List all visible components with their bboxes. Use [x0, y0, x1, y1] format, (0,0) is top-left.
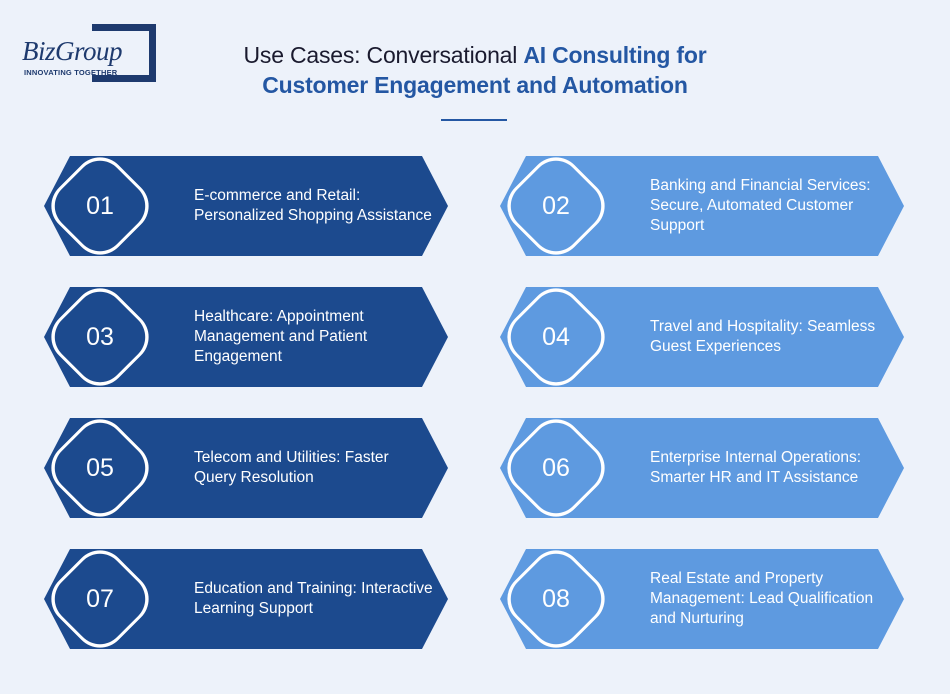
use-case-card: 05 Telecom and Utilities: Faster Query R… — [44, 418, 448, 518]
use-case-card: 07 Education and Training: Interactive L… — [44, 549, 448, 649]
card-number: 03 — [86, 323, 114, 351]
card-label: E-commerce and Retail: Personalized Shop… — [194, 187, 432, 224]
logo-tagline: INNOVATING TOGETHER — [24, 68, 118, 77]
card-number: 05 — [86, 454, 114, 482]
card-number: 04 — [542, 323, 570, 351]
use-case-card: 03 Healthcare: Appointment Management an… — [44, 287, 448, 387]
logo-frame-mark — [92, 24, 156, 82]
card-number: 08 — [542, 585, 570, 613]
card-label: Enterprise Internal Operations: Smarter … — [650, 449, 862, 486]
title-part-dark: Use Cases: Conversational — [243, 42, 524, 68]
use-case-card: 08 Real Estate and Property Management: … — [500, 549, 904, 649]
card-label: Banking and Financial Services: Secure, … — [650, 177, 871, 234]
use-case-card: 04 Travel and Hospitality: Seamless Gues… — [500, 287, 904, 387]
bizgroup-logo: BizGroup INNOVATING TOGETHER — [22, 24, 156, 82]
use-case-card: 01 E-commerce and Retail: Personalized S… — [44, 156, 448, 256]
card-label: Education and Training: Interactive Lear… — [194, 580, 433, 617]
title-underline — [441, 119, 507, 121]
card-number: 07 — [86, 585, 114, 613]
title-part-blue: AI Consulting for — [523, 42, 707, 68]
card-label: Healthcare: Appointment Management and P… — [194, 308, 368, 365]
use-case-card: 02 Banking and Financial Services: Secur… — [500, 156, 904, 256]
title-line-2: Customer Engagement and Automation — [262, 72, 688, 98]
card-label: Real Estate and Property Management: Lea… — [650, 570, 874, 627]
page-title: Use Cases: Conversational AI Consulting … — [0, 40, 950, 100]
card-label: Travel and Hospitality: Seamless Guest E… — [650, 318, 876, 355]
card-number: 06 — [542, 454, 570, 482]
logo-wordmark: BizGroup — [22, 36, 123, 66]
use-case-card: 06 Enterprise Internal Operations: Smart… — [500, 418, 904, 518]
card-number: 01 — [86, 192, 114, 220]
card-number: 02 — [542, 192, 570, 220]
card-label: Telecom and Utilities: Faster Query Reso… — [194, 449, 389, 486]
